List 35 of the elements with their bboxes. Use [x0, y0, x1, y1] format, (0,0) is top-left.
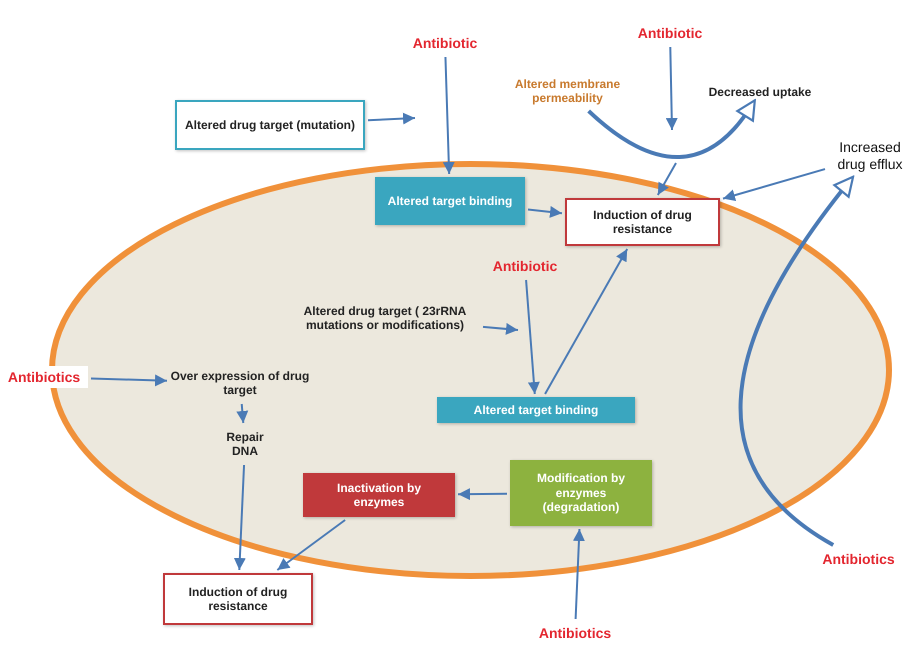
antibiotic-label: Antibiotics	[805, 548, 912, 570]
mechanism-label: Increased drug efflux	[828, 134, 912, 178]
mechanism-label: Decreased uptake	[690, 82, 830, 102]
antibiotic-label: Antibiotic	[620, 22, 720, 44]
outcome-box: Induction of drug resistance	[565, 198, 720, 246]
arrow	[722, 168, 826, 202]
mechanism-box: Altered target binding	[375, 177, 525, 225]
arrow	[442, 56, 455, 174]
mechanism-label: Altered membrane permeability	[505, 74, 630, 108]
arrow	[666, 46, 678, 130]
arrow	[236, 404, 248, 424]
mechanism-label: Altered drug target ( 23rRNA mutations or modifications)	[290, 287, 480, 349]
arrow	[482, 322, 518, 335]
arrow	[572, 528, 585, 620]
curved-arrow	[738, 176, 854, 547]
mechanism-box: Modification by enzymes (degradation)	[510, 460, 652, 526]
arrow	[90, 374, 168, 386]
arrow	[528, 206, 562, 218]
mechanism-label: Repair DNA	[215, 426, 275, 462]
antibiotic-label: Antibiotic	[395, 32, 495, 54]
arrow	[458, 488, 507, 500]
mechanism-label: Over expression of drug target	[170, 365, 310, 401]
curved-arrow	[587, 99, 756, 159]
arrow	[544, 248, 628, 394]
mechanism-box: Altered target binding	[437, 397, 635, 423]
arrow	[656, 162, 677, 196]
outcome-box: Induction of drug resistance	[163, 573, 313, 625]
antibiotic-label: Antibiotic	[480, 255, 570, 277]
arrow	[368, 112, 416, 125]
arrow	[525, 280, 540, 394]
mechanism-box: Inactivation by enzymes	[303, 473, 455, 517]
arrow	[234, 464, 246, 570]
arrow	[276, 519, 346, 571]
antibiotic-label: Antibiotics	[520, 622, 630, 644]
mechanism-box: Altered drug target (mutation)	[175, 100, 365, 150]
